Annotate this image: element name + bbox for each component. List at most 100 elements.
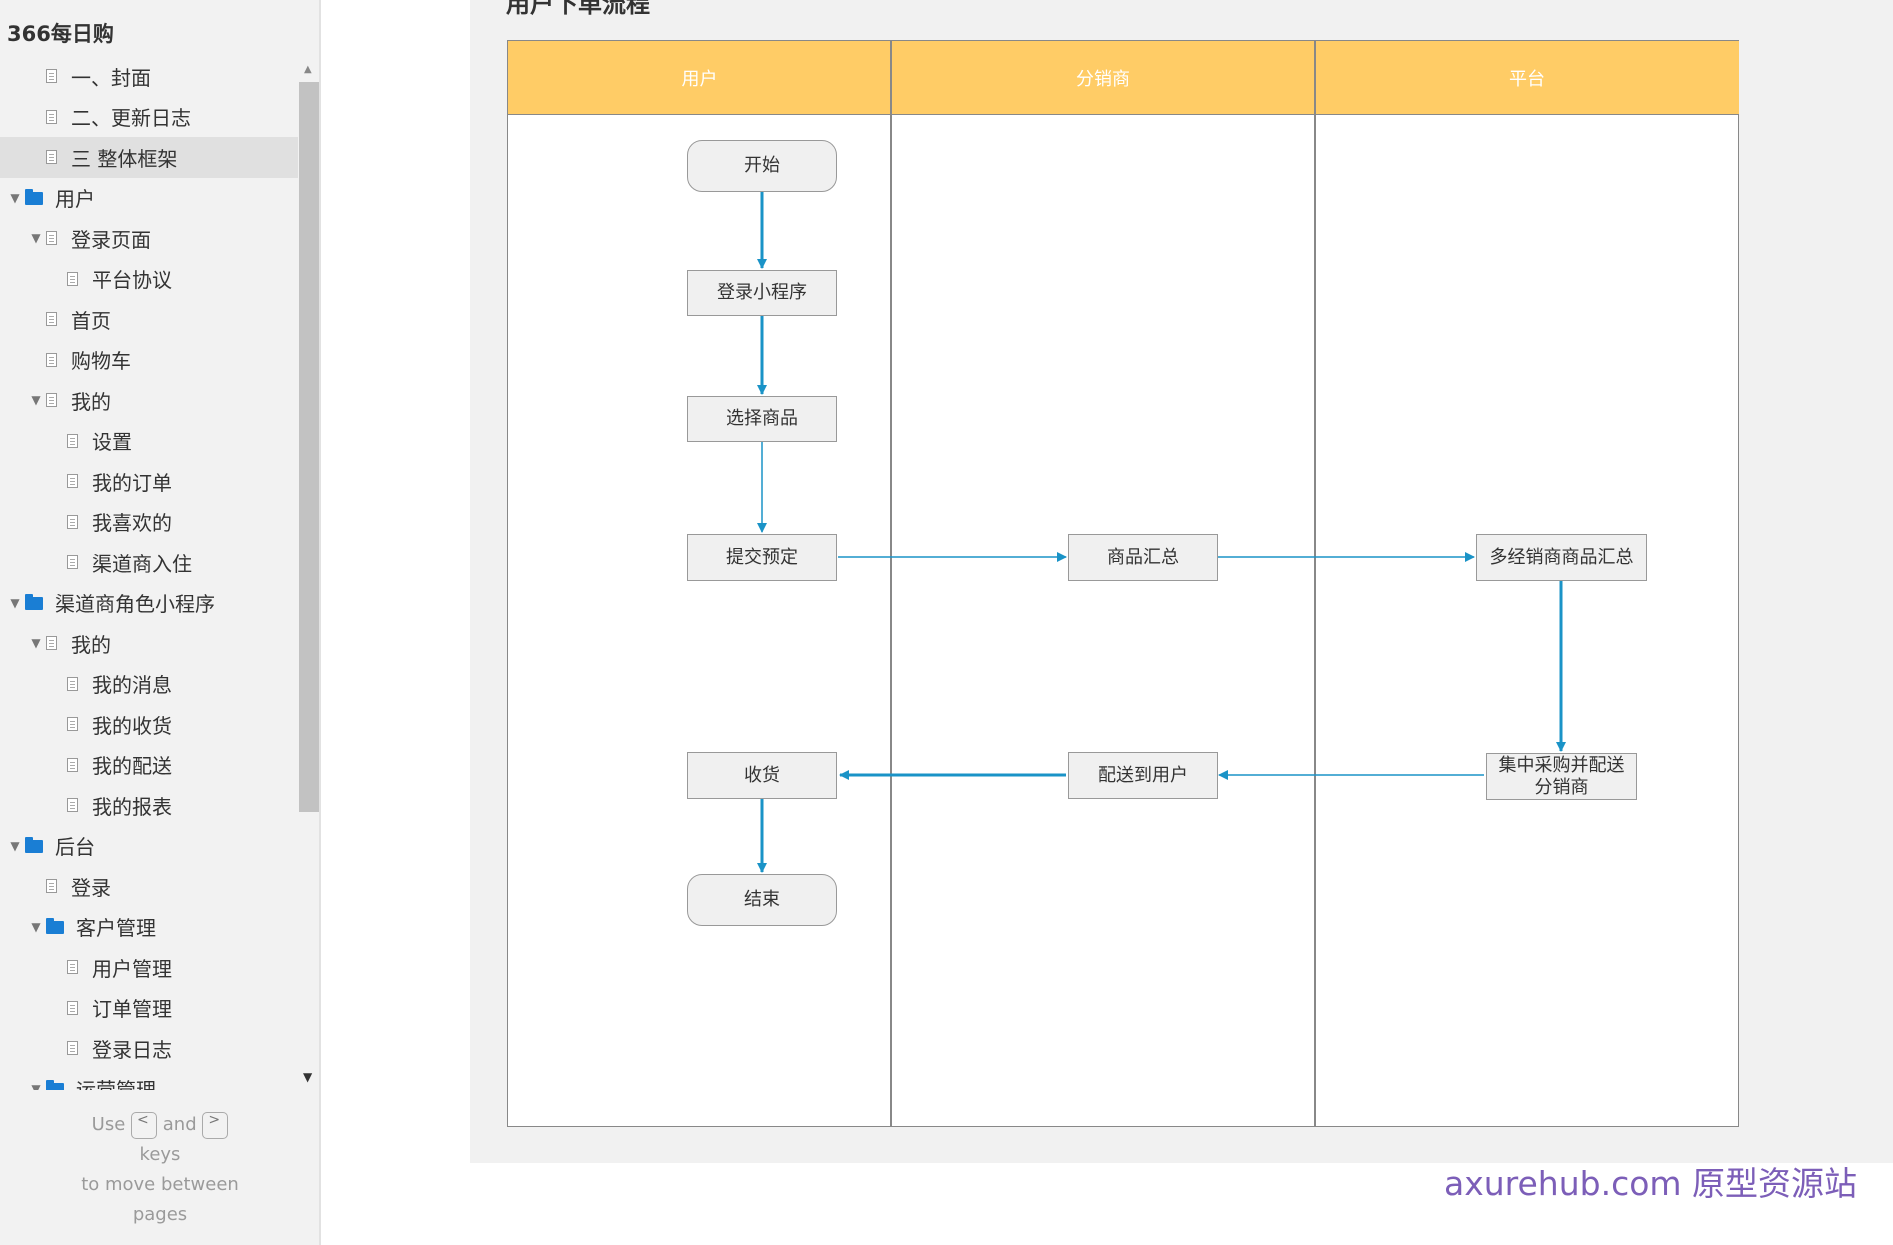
page-icon <box>67 1000 78 1015</box>
tree-item-label: 平台协议 <box>92 268 172 293</box>
hint-line3: pages <box>132 1204 188 1225</box>
page-icon <box>46 879 57 894</box>
tree-item-label: 用户管理 <box>92 956 172 981</box>
page-icon <box>67 474 78 489</box>
tree-item-label: 设置 <box>92 430 132 455</box>
tree-item-label: 一、封面 <box>71 65 151 90</box>
page-icon <box>46 636 57 651</box>
tree-item[interactable]: 登录日志 <box>0 1028 298 1069</box>
page-icon <box>46 393 57 408</box>
hint-line2: to move between <box>81 1174 239 1195</box>
sidebar-scrollbar[interactable]: ▲ ▼ <box>299 62 319 1086</box>
page-icon <box>46 312 57 327</box>
tree-item[interactable]: ▼ 渠道商角色小程序 <box>0 583 298 624</box>
expand-caret-icon[interactable]: ▼ <box>31 919 41 934</box>
tree-item[interactable]: 我的配送 <box>0 745 298 786</box>
tree-item-label: 我的配送 <box>92 754 172 779</box>
page-heading: 用户下单流程 <box>506 0 650 18</box>
node-submit: 提交预定 <box>687 534 837 581</box>
tree-item[interactable]: 登录 <box>0 866 298 907</box>
tree-item-label: 首页 <box>71 308 111 333</box>
tree-item[interactable]: 我的报表 <box>0 785 298 826</box>
tree-item[interactable]: 设置 <box>0 421 298 462</box>
tree-item[interactable]: ▼ 后台 <box>0 826 298 867</box>
tree-item-label: 运营管理 <box>76 1074 156 1090</box>
tree-item[interactable]: 我的收货 <box>0 704 298 745</box>
tree-item-label: 用户 <box>55 187 95 212</box>
tree-item[interactable]: 用户管理 <box>0 947 298 988</box>
page-icon <box>67 271 78 286</box>
page-icon <box>67 960 78 975</box>
tree-item[interactable]: ▼登录页面 <box>0 218 298 259</box>
tree-item[interactable]: ▼我的 <box>0 623 298 664</box>
page-icon <box>67 717 78 732</box>
tree-item[interactable]: 首页 <box>0 299 298 340</box>
tree-item-label: 二、更新日志 <box>71 106 191 131</box>
node-deliver: 配送到用户 <box>1068 752 1218 799</box>
lane-header-user: 用户 <box>508 41 891 115</box>
page-icon <box>67 1041 78 1056</box>
tree-item[interactable]: ▼ 运营管理 <box>0 1069 298 1090</box>
lane-header-distributor: 分销商 <box>891 41 1315 115</box>
tree-item-label: 客户管理 <box>76 916 156 941</box>
page-icon <box>46 231 57 246</box>
scrollbar-thumb[interactable] <box>299 82 319 812</box>
page-icon <box>46 150 57 165</box>
node-start: 开始 <box>687 140 837 192</box>
tree-item-label: 我的订单 <box>92 470 172 495</box>
tree-item-label: 我的收货 <box>92 713 172 738</box>
expand-caret-icon[interactable]: ▼ <box>31 393 41 408</box>
keyboard-hint: Use < and > keys to move between pages <box>60 1110 260 1230</box>
tree-item[interactable]: 我喜欢的 <box>0 502 298 543</box>
prev-key-icon: < <box>131 1111 158 1139</box>
tree-item[interactable]: 一、封面 <box>0 56 298 97</box>
node-login: 登录小程序 <box>687 270 837 316</box>
expand-caret-icon[interactable]: ▼ <box>31 1081 41 1090</box>
tree-item[interactable]: 购物车 <box>0 340 298 381</box>
lane-divider <box>1314 41 1316 1126</box>
scroll-down-icon[interactable]: ▼ <box>303 1070 313 1084</box>
tree-item[interactable]: ▼ 用户 <box>0 178 298 219</box>
expand-caret-icon[interactable]: ▼ <box>10 190 20 205</box>
page-icon <box>46 69 57 84</box>
tree-item-label: 渠道商入住 <box>92 551 192 576</box>
tree-item[interactable]: 我的订单 <box>0 461 298 502</box>
tree-item[interactable]: 平台协议 <box>0 259 298 300</box>
tree-item-label: 订单管理 <box>92 997 172 1022</box>
lane-divider <box>890 41 892 1126</box>
sidebar: 366每日购 一、封面二、更新日志三 整体框架▼用户▼登录页面平台协议首页购物车… <box>0 0 321 1245</box>
page-icon <box>67 676 78 691</box>
next-key-icon: > <box>202 1111 229 1139</box>
swimlane-diagram: 用户 分销商 平台 开始 登录小程序 选择商品 提交预定 商品汇总 多经销商商品… <box>507 40 1739 1127</box>
scroll-up-icon[interactable]: ▲ <box>304 64 312 75</box>
watermark: axurehub.com 原型资源站 <box>1444 1164 1858 1203</box>
tree-item-label: 我的 <box>71 389 111 414</box>
folder-icon <box>46 1080 64 1090</box>
expand-caret-icon[interactable]: ▼ <box>31 231 41 246</box>
node-end: 结束 <box>687 874 837 926</box>
tree-item[interactable]: 我的消息 <box>0 664 298 705</box>
page-icon <box>67 798 78 813</box>
node-summary: 商品汇总 <box>1068 534 1218 581</box>
page-icon <box>46 352 57 367</box>
tree-item-label: 我的消息 <box>92 673 172 698</box>
tree-item[interactable]: 渠道商入住 <box>0 542 298 583</box>
page-icon <box>67 757 78 772</box>
tree-item[interactable]: 三 整体框架 <box>0 137 298 178</box>
expand-caret-icon[interactable]: ▼ <box>10 595 20 610</box>
node-receive: 收货 <box>687 752 837 799</box>
tree-item-label: 后台 <box>55 835 95 860</box>
tree-item-label: 登录 <box>71 875 111 900</box>
tree-item-label: 登录日志 <box>92 1037 172 1062</box>
node-select: 选择商品 <box>687 396 837 442</box>
expand-caret-icon[interactable]: ▼ <box>10 838 20 853</box>
tree-item[interactable]: 二、更新日志 <box>0 97 298 138</box>
folder-icon <box>46 918 64 935</box>
expand-caret-icon[interactable]: ▼ <box>31 636 41 651</box>
tree-item[interactable]: ▼ 我的 <box>0 380 298 421</box>
tree-item-label: 渠道商角色小程序 <box>55 592 215 617</box>
tree-item-label: 三 整体框架 <box>71 146 178 171</box>
tree-item[interactable]: 订单管理 <box>0 988 298 1029</box>
tree-item[interactable]: ▼ 客户管理 <box>0 907 298 948</box>
page-icon <box>67 433 78 448</box>
